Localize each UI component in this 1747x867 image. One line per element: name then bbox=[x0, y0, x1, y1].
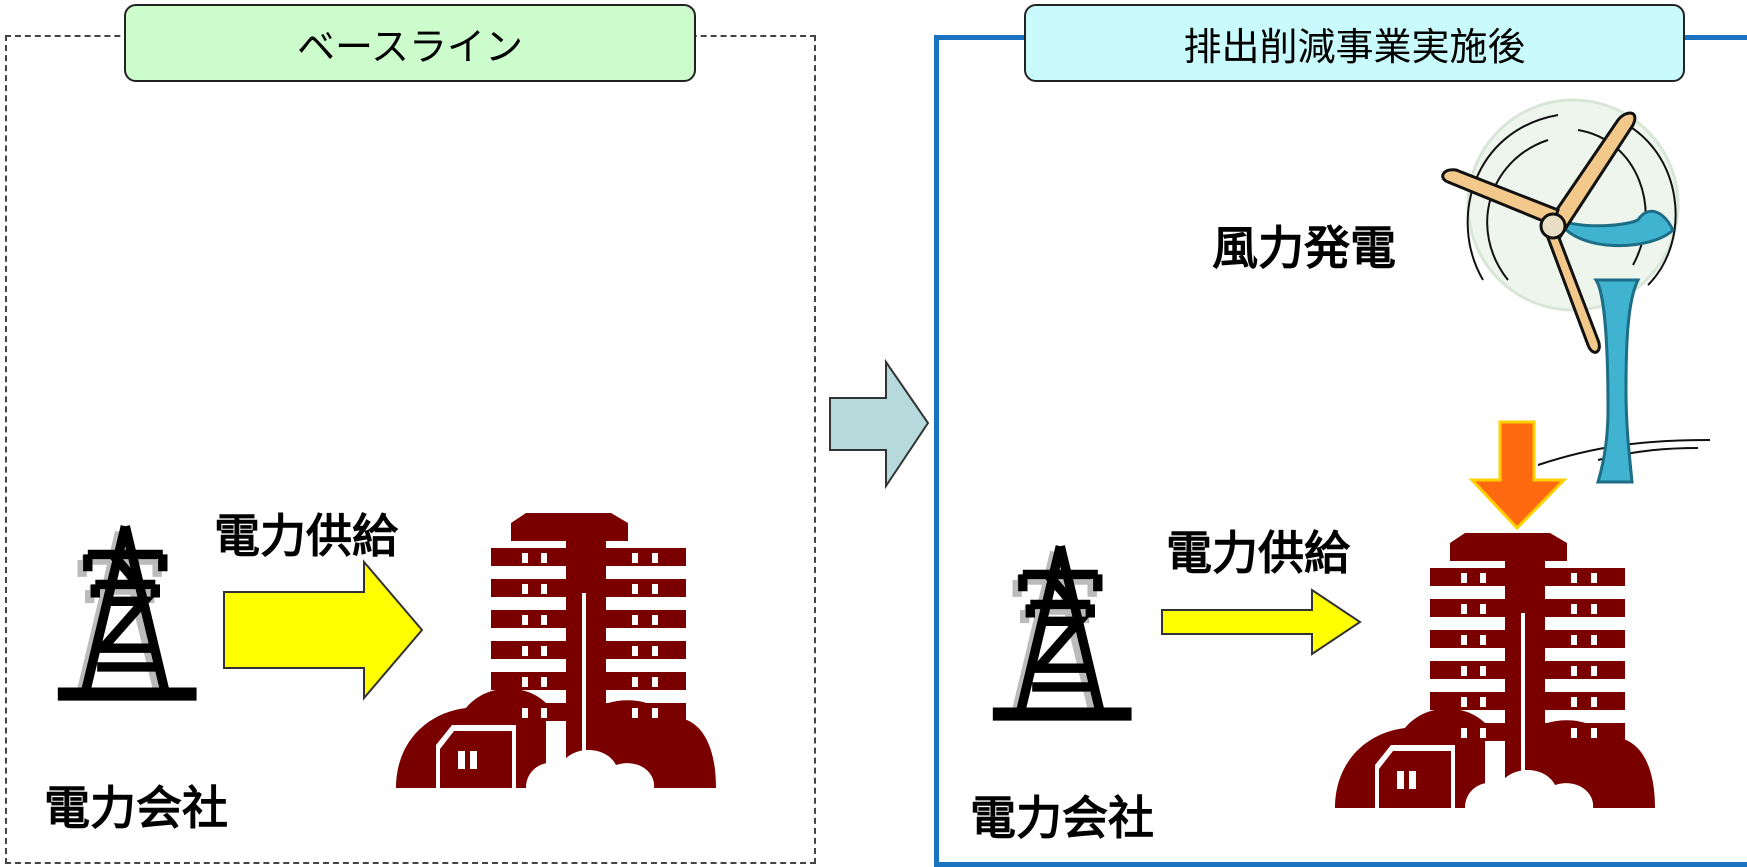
building-icon bbox=[396, 513, 716, 788]
wind-turbine-icon bbox=[1441, 98, 1711, 484]
project-company-label: 電力会社 bbox=[970, 791, 1154, 845]
wind-supply-arrow-icon bbox=[1468, 420, 1568, 531]
baseline-title: ベースライン bbox=[124, 4, 696, 82]
project-title: 排出削減事業実施後 bbox=[1024, 4, 1685, 82]
wind-power-label: 風力発電 bbox=[1212, 221, 1396, 275]
supply-arrow-icon bbox=[223, 559, 424, 701]
power-tower-icon-project bbox=[990, 535, 1140, 745]
transition-arrow-icon bbox=[829, 358, 930, 490]
power-tower-icon bbox=[55, 520, 205, 720]
supply-arrow-icon-project bbox=[1161, 588, 1362, 656]
baseline-supply-label: 電力供給 bbox=[214, 509, 398, 563]
baseline-company-label: 電力会社 bbox=[44, 781, 228, 835]
project-supply-label: 電力供給 bbox=[1166, 526, 1350, 580]
building-icon-project bbox=[1335, 533, 1655, 808]
